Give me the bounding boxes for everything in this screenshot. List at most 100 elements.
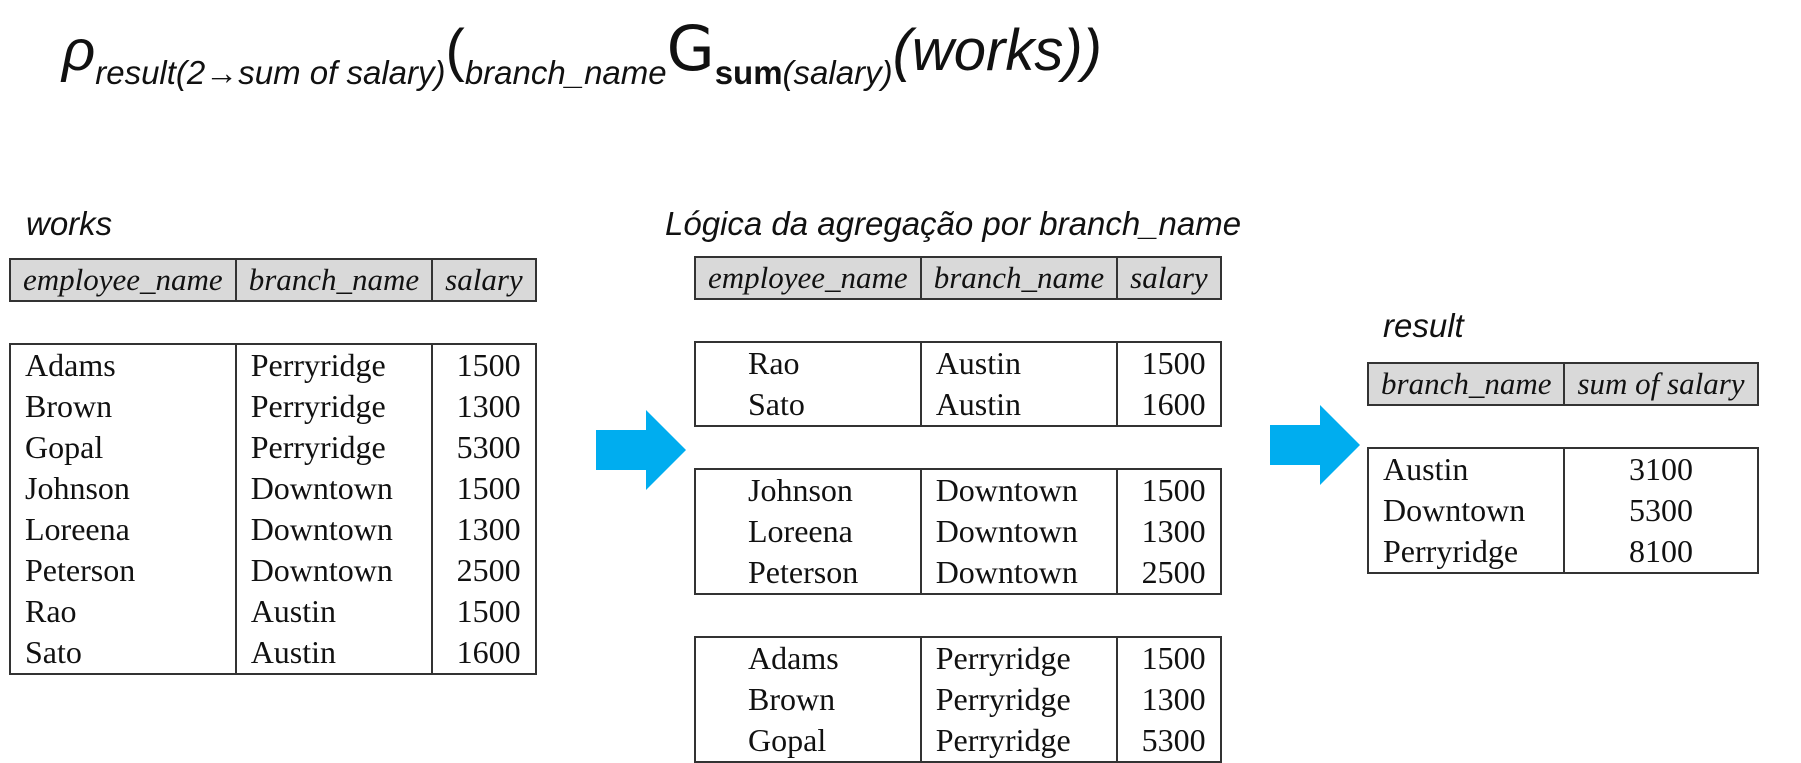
table-cell: 5300 bbox=[1563, 490, 1759, 531]
column-header: employee_name bbox=[694, 256, 922, 300]
table-cell: 2500 bbox=[1116, 552, 1222, 595]
table-cell: Loreena bbox=[9, 509, 237, 550]
table-cell: Perryridge bbox=[234, 386, 434, 427]
column-header: salary bbox=[1116, 256, 1222, 300]
table-cell: 1600 bbox=[1116, 384, 1222, 427]
result-caption: result bbox=[1383, 307, 1464, 344]
table-cell: Peterson bbox=[694, 552, 922, 595]
right-arrow-icon bbox=[1270, 405, 1360, 485]
table-cell: Rao bbox=[9, 591, 237, 632]
table-cell: Austin bbox=[919, 384, 1119, 427]
column-header: salary bbox=[431, 258, 537, 302]
table-cell: Gopal bbox=[9, 427, 237, 468]
table-cell: Austin bbox=[234, 591, 434, 632]
works-caption: works bbox=[26, 205, 113, 242]
table-cell: Downtown bbox=[919, 552, 1119, 595]
table-cell: Adams bbox=[9, 343, 237, 386]
relation-name: (works)) bbox=[892, 18, 1102, 83]
table-cell: 1300 bbox=[431, 386, 537, 427]
right-arrow-icon bbox=[596, 410, 686, 490]
table-cell: Perryridge bbox=[234, 343, 434, 386]
table-cell: 1500 bbox=[1116, 468, 1222, 511]
table-cell: Sato bbox=[694, 384, 922, 427]
open-paren: ( bbox=[445, 18, 465, 83]
table-cell: Brown bbox=[9, 386, 237, 427]
group-by-attribute: branch_name bbox=[464, 54, 667, 91]
table-cell: 1300 bbox=[431, 509, 537, 550]
table-cell: Downtown bbox=[234, 468, 434, 509]
table-cell: 1500 bbox=[431, 591, 537, 632]
table-cell: Perryridge bbox=[1366, 531, 1566, 574]
table-cell: Downtown bbox=[234, 550, 434, 591]
table-cell: Austin bbox=[1366, 447, 1566, 490]
rho-symbol: ρ bbox=[62, 18, 96, 83]
table-cell: 1500 bbox=[431, 343, 537, 386]
column-header: employee_name bbox=[9, 258, 237, 302]
table-cell: Downtown bbox=[234, 509, 434, 550]
aggregate-function: sum bbox=[714, 54, 783, 91]
table-cell: Downtown bbox=[919, 511, 1119, 552]
table-cell: Sato bbox=[9, 632, 237, 675]
table-cell: 2500 bbox=[431, 550, 537, 591]
table-cell: Perryridge bbox=[919, 636, 1119, 679]
table-cell: Loreena bbox=[694, 511, 922, 552]
table-cell: Perryridge bbox=[234, 427, 434, 468]
column-header: branch_name bbox=[1366, 362, 1566, 406]
table-cell: Perryridge bbox=[919, 679, 1119, 720]
table-cell: Brown bbox=[694, 679, 922, 720]
table-cell: 1300 bbox=[1116, 679, 1222, 720]
table-cell: 1300 bbox=[1116, 511, 1222, 552]
row-gap bbox=[695, 426, 1221, 469]
column-header: sum of salary bbox=[1563, 362, 1759, 406]
table-cell: Austin bbox=[919, 341, 1119, 384]
grouped-caption: Lógica da agregação por branch_name bbox=[665, 205, 1242, 242]
table-cell: 3100 bbox=[1563, 447, 1759, 490]
relational-algebra-expression: ρresult(2→sum of salary)(branch_nameGsum… bbox=[62, 18, 1102, 90]
table-cell: Austin bbox=[234, 632, 434, 675]
table-cell: 1500 bbox=[431, 468, 537, 509]
table-cell: Rao bbox=[694, 341, 922, 384]
rename-subscript: result(2→sum of salary) bbox=[95, 54, 446, 91]
aggregate-argument: (salary) bbox=[782, 54, 893, 91]
row-gap bbox=[695, 299, 1221, 342]
table-cell: 5300 bbox=[1116, 720, 1222, 763]
table-cell: Peterson bbox=[9, 550, 237, 591]
row-gap bbox=[695, 594, 1221, 637]
row-gap bbox=[10, 301, 536, 344]
column-header: branch_name bbox=[234, 258, 434, 302]
table-cell: 1500 bbox=[1116, 636, 1222, 679]
table-cell: Adams bbox=[694, 636, 922, 679]
table-cell: Downtown bbox=[919, 468, 1119, 511]
table-cell: Gopal bbox=[694, 720, 922, 763]
table-cell: 1500 bbox=[1116, 341, 1222, 384]
table-cell: Johnson bbox=[694, 468, 922, 511]
aggregation-operator: G bbox=[666, 12, 715, 85]
table-cell: 1600 bbox=[431, 632, 537, 675]
table-cell: 8100 bbox=[1563, 531, 1759, 574]
table-cell: Johnson bbox=[9, 468, 237, 509]
table-cell: Perryridge bbox=[919, 720, 1119, 763]
